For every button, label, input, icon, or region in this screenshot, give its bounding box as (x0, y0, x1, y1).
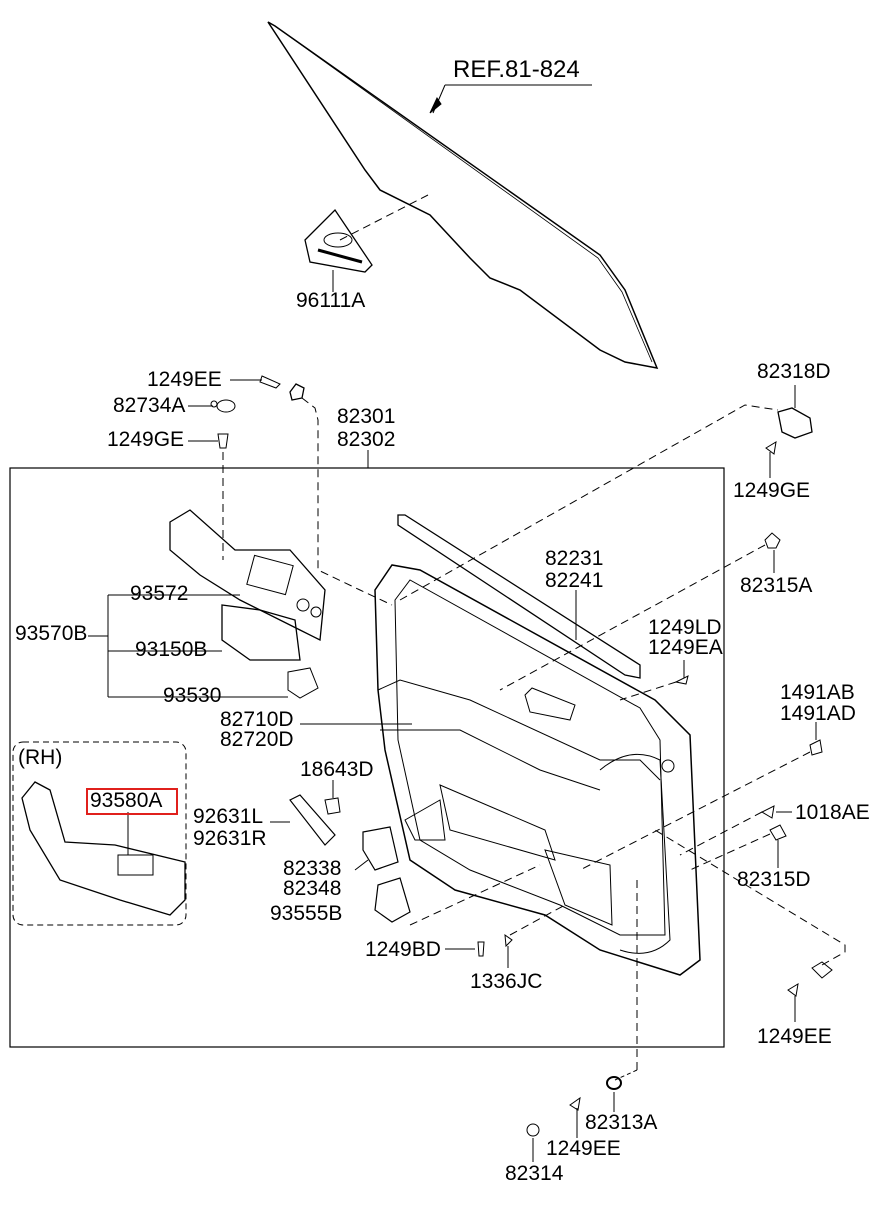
part-label-82301[interactable]: 82301 (337, 405, 396, 428)
part-label-82241[interactable]: 82241 (545, 569, 604, 592)
part-label-1249EE[interactable]: 1249EE (757, 1025, 832, 1048)
part-label-93570B[interactable]: 93570B (15, 622, 88, 645)
part-label-93555B[interactable]: 93555B (270, 902, 343, 925)
part-label-92631L[interactable]: 92631L (193, 805, 264, 828)
part-label-1249EE[interactable]: 1249EE (147, 368, 222, 391)
part-label-1491AB[interactable]: 1491AB (780, 681, 855, 704)
part-label-1249EE[interactable]: 1249EE (546, 1137, 621, 1160)
part-label-1249LD[interactable]: 1249LD (648, 616, 722, 639)
part-label-93572[interactable]: 93572 (130, 582, 189, 605)
part-label-82314[interactable]: 82314 (505, 1162, 564, 1185)
rh-label: (RH) (18, 746, 63, 769)
part-label-82734A[interactable]: 82734A (113, 394, 186, 417)
part-label-18643D[interactable]: 18643D (300, 758, 374, 781)
part-label-82315D[interactable]: 82315D (737, 868, 811, 891)
part-label-96111A[interactable]: 96111A (296, 289, 366, 312)
part-label-93580A[interactable]: 93580A (90, 789, 163, 812)
part-label-92631R[interactable]: 92631R (193, 827, 267, 850)
part-label-82315A[interactable]: 82315A (740, 574, 813, 597)
part-label-82302[interactable]: 82302 (337, 428, 396, 451)
part-label-1491AD[interactable]: 1491AD (780, 702, 856, 725)
part-label-1249EA[interactable]: 1249EA (648, 636, 723, 659)
part-label-1018AE[interactable]: 1018AE (795, 801, 870, 824)
part-label-1249GE[interactable]: 1249GE (107, 428, 185, 451)
part-label-82313A[interactable]: 82313A (585, 1111, 658, 1134)
part-label-82720D[interactable]: 82720D (220, 728, 294, 751)
highlight-box-93580A (86, 788, 178, 815)
part-label-93150B[interactable]: 93150B (135, 638, 208, 661)
rh-switch-panel (21, 781, 186, 916)
part-label-1336JC[interactable]: 1336JC (470, 970, 543, 993)
door-glass (267, 21, 659, 369)
part-label-1249GE[interactable]: 1249GE (733, 479, 811, 502)
part-label-82348[interactable]: 82348 (283, 877, 342, 900)
part-label-82710D[interactable]: 82710D (220, 708, 294, 731)
door-trim-panel (374, 564, 701, 976)
part-label-82231[interactable]: 82231 (545, 547, 604, 570)
trim-strip (397, 514, 641, 679)
part-label-82318D[interactable]: 82318D (757, 360, 831, 383)
label-sticker (304, 208, 373, 273)
part-label-93530[interactable]: 93530 (163, 684, 222, 707)
part-label-1249BD[interactable]: 1249BD (365, 938, 441, 961)
assembly-frame (9, 467, 725, 1048)
reference-label: REF.81-824 (453, 56, 580, 83)
part-label-82338[interactable]: 82338 (283, 857, 342, 880)
switch-panel (169, 509, 326, 642)
